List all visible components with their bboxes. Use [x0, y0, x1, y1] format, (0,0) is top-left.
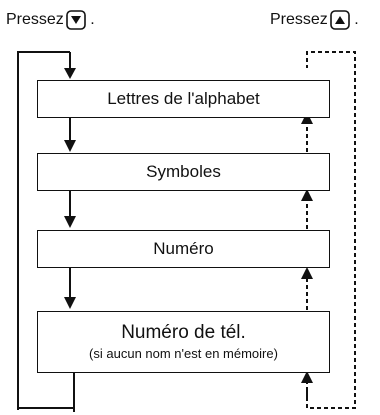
step-title: Symboles: [146, 162, 221, 181]
press-up-label: Pressez: [270, 11, 328, 29]
step-title: Numéro de tél.: [121, 322, 246, 343]
press-down-suffix: .: [90, 11, 95, 29]
step-box-number: Numéro: [37, 230, 330, 268]
step-title: Lettres de l'alphabet: [107, 89, 260, 108]
down-arrow-3-head: [64, 216, 76, 228]
up-arrow-3-head: [301, 267, 313, 279]
up-arrow-2-head: [301, 189, 313, 201]
up-arrow-1-head: [301, 112, 313, 124]
down-arrow-key-icon: [65, 10, 86, 30]
step-box-phone-number: Numéro de tél. (si aucun nom n'est en mé…: [37, 311, 330, 373]
press-up-instruction: Pressez .: [270, 10, 359, 30]
down-arrow-4-head: [64, 297, 76, 309]
down-arrow-1-head: [64, 68, 76, 79]
step-box-symbols: Symboles: [37, 153, 330, 191]
up-loop-line: [306, 51, 356, 409]
press-down-instruction: Pressez .: [6, 10, 95, 30]
down-arrow-2-head: [64, 140, 76, 152]
up-arrow-key-icon: [329, 10, 350, 30]
step-box-alphabet: Lettres de l'alphabet: [37, 80, 330, 118]
press-down-label: Pressez: [6, 11, 64, 29]
press-up-suffix: .: [354, 11, 359, 29]
step-subtitle: (si aucun nom n'est en mémoire): [89, 346, 278, 361]
step-title: Numéro: [153, 239, 214, 258]
up-arrow-4-head: [301, 371, 313, 383]
